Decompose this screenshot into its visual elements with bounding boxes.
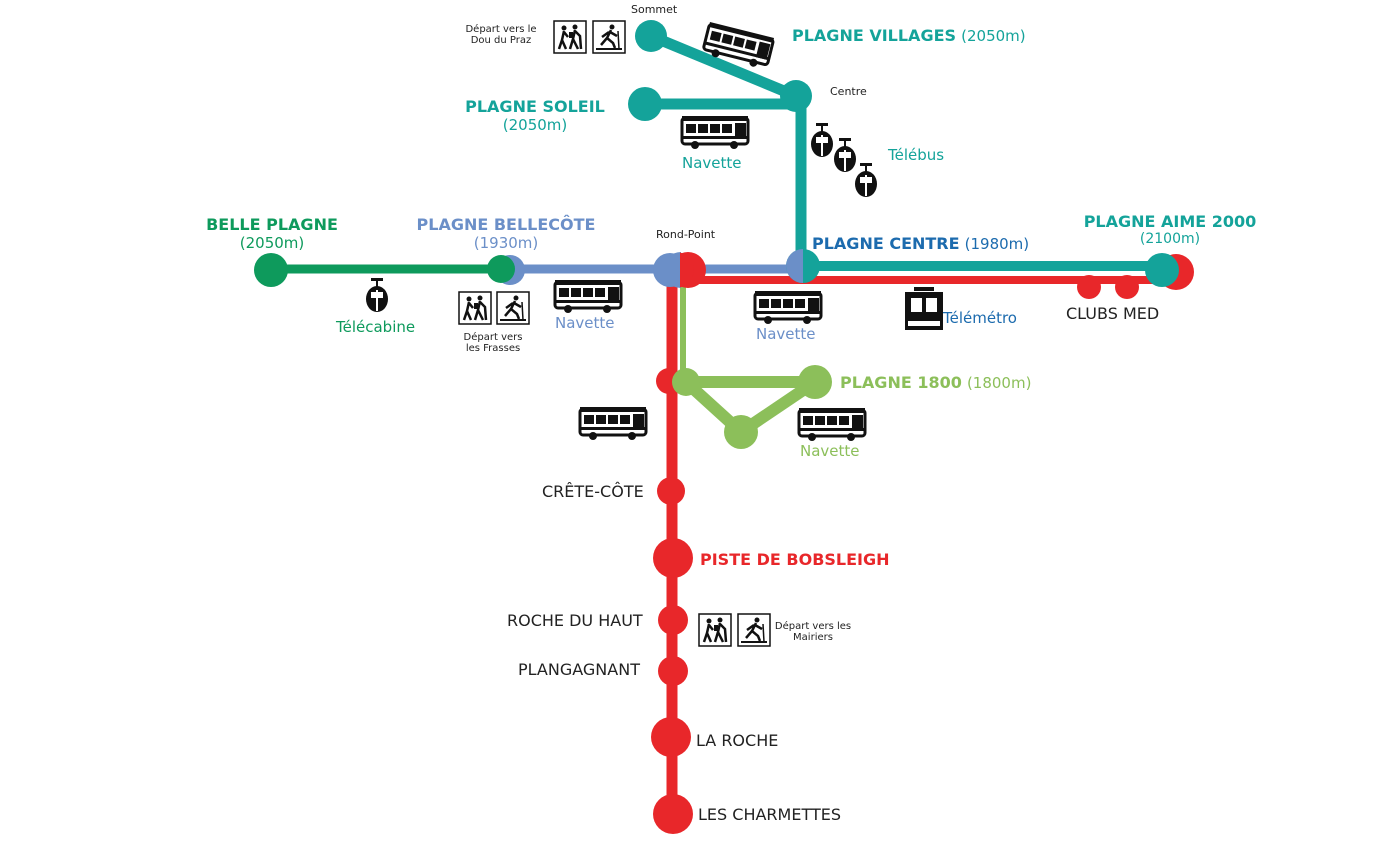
station-plagne-aime[interactable] — [1145, 253, 1179, 287]
gondola-icon — [833, 137, 857, 173]
label-navette-soleil: Navette — [682, 154, 742, 172]
label-piste-bobsleigh: PISTE DE BOBSLEIGH — [700, 550, 890, 569]
plagne-centre-name: PLAGNE CENTRE — [812, 234, 960, 253]
station-les-charmettes[interactable] — [653, 794, 693, 834]
belle-plagne-name: BELLE PLAGNE — [206, 215, 338, 234]
label-les-charmettes: LES CHARMETTES — [698, 805, 841, 824]
label-navette-centre: Navette — [756, 325, 816, 343]
station-plangagnant[interactable] — [658, 656, 688, 686]
label-depart-frasses: Départ vers les Frasses — [453, 332, 533, 354]
plagne-centre-alt: (1980m) — [964, 235, 1030, 253]
plagne-soleil-alt: (2050m) — [502, 116, 568, 134]
bus-icon — [680, 114, 750, 151]
station-sommet[interactable] — [635, 20, 667, 52]
plagne-soleil-name: PLAGNE SOLEIL — [465, 97, 605, 116]
station-1800-junction[interactable] — [672, 368, 700, 396]
station-club-med-1[interactable] — [1077, 275, 1101, 299]
label-rond-point: Rond-Point — [656, 228, 716, 241]
label-depart-dou-du-praz: Départ vers le Dou du Praz — [460, 24, 542, 46]
station-roche-du-haut[interactable] — [658, 605, 688, 635]
label-plangagnant: PLANGAGNANT — [518, 660, 640, 679]
label-la-roche: LA ROCHE — [696, 731, 779, 750]
label-telebus: Télébus — [888, 146, 945, 164]
label-crete-cote: CRÊTE-CÔTE — [542, 482, 644, 501]
label-navette-bellecote: Navette — [555, 314, 615, 332]
label-plagne-villages: PLAGNE VILLAGES (2050m) — [792, 26, 1026, 45]
bus-icon — [753, 289, 823, 326]
plagne-villages-alt: (2050m) — [961, 27, 1026, 45]
label-clubs-med: CLUBS MED — [1066, 304, 1160, 323]
gondola-icon — [854, 162, 878, 198]
bus-icon — [797, 406, 867, 443]
ski-touring-icon — [495, 290, 531, 326]
label-plagne-soleil: PLAGNE SOLEIL (2050m) — [463, 97, 607, 134]
depart-frasses-line1: Départ vers — [463, 332, 523, 343]
ski-touring-icon — [736, 612, 772, 648]
hiker-icon — [457, 290, 493, 326]
label-telemetro: Télémétro — [943, 309, 1017, 327]
ski-touring-icon — [591, 19, 627, 55]
plagne-aime-alt: (2100m) — [1139, 231, 1201, 247]
bus-icon — [578, 405, 648, 442]
depart-dou-line2: Dou du Praz — [470, 35, 532, 46]
bus-icon — [553, 278, 623, 315]
station-crete-cote[interactable] — [657, 477, 685, 505]
station-rond-point-half — [680, 252, 694, 288]
label-belle-plagne: BELLE PLAGNE (2050m) — [204, 215, 340, 252]
telemetro-icon — [905, 287, 943, 330]
station-belle-plagne[interactable] — [254, 253, 288, 287]
depart-frasses-line2: les Frasses — [465, 343, 521, 354]
station-centre[interactable] — [780, 80, 812, 112]
plagne-bellecote-name: PLAGNE BELLECÔTE — [416, 215, 596, 234]
station-1800-bottom[interactable] — [724, 415, 758, 449]
plagne-1800-name: PLAGNE 1800 — [840, 373, 962, 392]
station-plagne-bellecote[interactable] — [487, 255, 515, 283]
plagne-aime-name: PLAGNE AIME 2000 — [1083, 212, 1257, 231]
belle-plagne-alt: (2050m) — [239, 234, 305, 252]
plagne-bellecote-alt: (1930m) — [473, 234, 539, 252]
gondola-icon — [810, 122, 834, 158]
line-1800-triangle — [680, 376, 821, 438]
depart-dou-line1: Départ vers le — [465, 24, 537, 35]
depart-mairiers-line1: Départ vers les — [774, 621, 852, 632]
label-telecabine: Télécabine — [336, 318, 416, 336]
label-plagne-bellecote: PLAGNE BELLECÔTE (1930m) — [412, 215, 600, 252]
station-plagne-soleil[interactable] — [628, 87, 662, 121]
hiker-icon — [697, 612, 733, 648]
station-plagne-centre-blue — [786, 249, 803, 283]
station-plagne-1800[interactable] — [798, 365, 832, 399]
gondola-icon — [365, 277, 389, 313]
label-depart-mairiers: Départ vers les Mairiers — [770, 621, 856, 643]
plagne-villages-name: PLAGNE VILLAGES — [792, 26, 957, 45]
plagne-1800-alt: (1800m) — [966, 374, 1032, 392]
label-navette-1800: Navette — [800, 442, 860, 460]
station-rond-point-blue — [653, 253, 687, 287]
label-sommet: Sommet — [631, 3, 678, 16]
label-plagne-centre: PLAGNE CENTRE (1980m) — [812, 234, 1029, 253]
station-la-roche[interactable] — [651, 717, 691, 757]
label-roche-du-haut: ROCHE DU HAUT — [507, 611, 643, 630]
label-centre: Centre — [830, 85, 867, 98]
station-piste-bobsleigh[interactable] — [653, 538, 693, 578]
line-sommet-centre — [645, 30, 802, 102]
depart-mairiers-line2: Mairiers — [793, 632, 833, 643]
station-club-med-2[interactable] — [1115, 275, 1139, 299]
hiker-icon — [552, 19, 588, 55]
label-plagne-1800: PLAGNE 1800 (1800m) — [840, 373, 1031, 392]
label-plagne-aime: PLAGNE AIME 2000 (2100m) — [1080, 212, 1260, 247]
